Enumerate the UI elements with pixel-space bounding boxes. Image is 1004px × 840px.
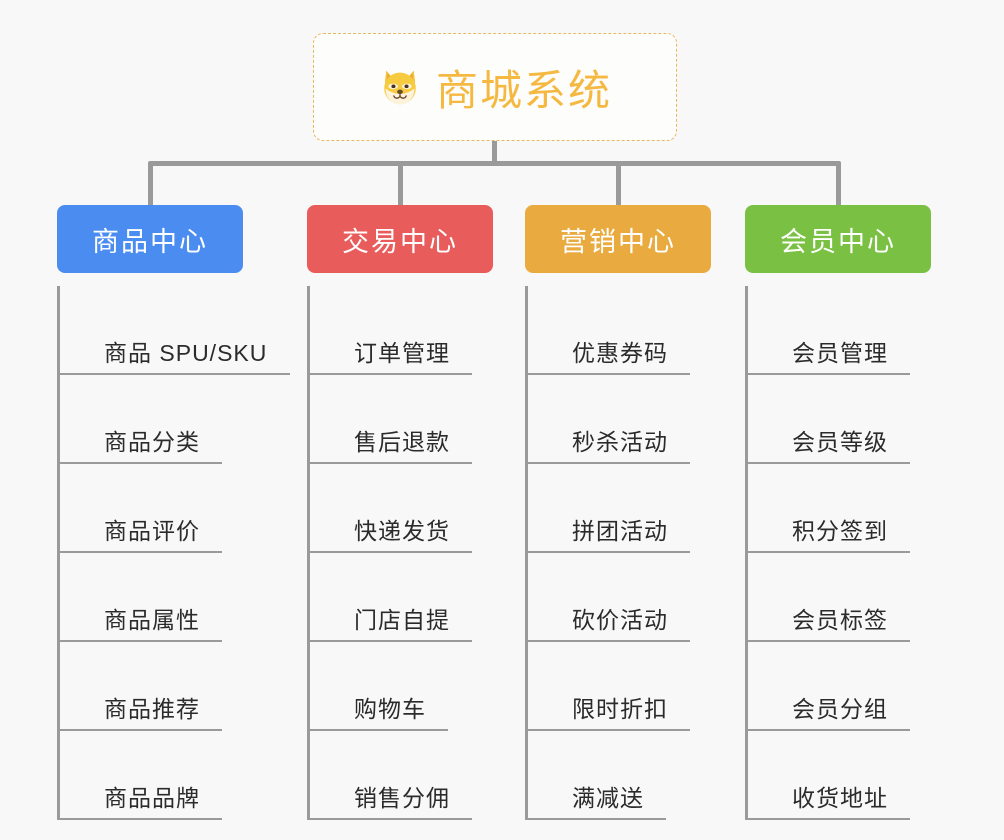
item-label: 购物车: [354, 696, 426, 722]
list-item[interactable]: 商品评价: [60, 464, 222, 553]
list-item[interactable]: 订单管理: [310, 286, 472, 375]
category-column-product: 商品中心 商品 SPU/SKU 商品分类 商品评价 商品属性 商品推荐 商品品牌: [57, 205, 307, 820]
list-item[interactable]: 满减送: [528, 731, 666, 820]
connector-drop-2: [398, 163, 403, 208]
item-label: 商品分类: [104, 429, 200, 455]
item-label: 商品 SPU/SKU: [104, 340, 268, 366]
item-label: 快递发货: [354, 518, 450, 544]
list-item[interactable]: 商品分类: [60, 375, 222, 464]
dog-face-icon: [378, 65, 422, 109]
list-item[interactable]: 销售分佣: [310, 731, 472, 820]
list-item[interactable]: 砍价活动: [528, 553, 690, 642]
list-item[interactable]: 会员标签: [748, 553, 910, 642]
item-label: 商品属性: [104, 607, 200, 633]
list-item[interactable]: 拼团活动: [528, 464, 690, 553]
list-item[interactable]: 商品 SPU/SKU: [60, 286, 290, 375]
item-label: 商品推荐: [104, 696, 200, 722]
connector-drop-1: [148, 163, 153, 208]
item-label: 门店自提: [354, 607, 450, 633]
list-item[interactable]: 商品推荐: [60, 642, 222, 731]
category-label: 商品中心: [92, 226, 208, 257]
category-header-product[interactable]: 商品中心: [57, 205, 243, 273]
list-item[interactable]: 购物车: [310, 642, 448, 731]
item-list-product: 商品 SPU/SKU 商品分类 商品评价 商品属性 商品推荐 商品品牌: [57, 286, 307, 820]
item-label: 销售分佣: [354, 785, 450, 811]
list-item[interactable]: 门店自提: [310, 553, 472, 642]
item-label: 限时折扣: [572, 696, 668, 722]
connector-drop-4: [836, 163, 841, 208]
list-item[interactable]: 会员管理: [748, 286, 910, 375]
list-item[interactable]: 秒杀活动: [528, 375, 690, 464]
category-header-trade[interactable]: 交易中心: [307, 205, 493, 273]
item-label: 秒杀活动: [572, 429, 668, 455]
category-label: 交易中心: [342, 226, 458, 257]
item-list-marketing: 优惠券码 秒杀活动 拼团活动 砍价活动 限时折扣 满减送: [525, 286, 745, 820]
list-item[interactable]: 商品属性: [60, 553, 222, 642]
list-item[interactable]: 收货地址: [748, 731, 910, 820]
item-label: 会员管理: [792, 340, 888, 366]
item-label: 满减送: [572, 785, 644, 811]
list-item[interactable]: 售后退款: [310, 375, 472, 464]
category-label: 营销中心: [560, 226, 676, 257]
item-label: 砍价活动: [572, 607, 668, 633]
category-label: 会员中心: [780, 226, 896, 257]
item-label: 会员标签: [792, 607, 888, 633]
list-item[interactable]: 积分签到: [748, 464, 910, 553]
category-column-trade: 交易中心 订单管理 售后退款 快递发货 门店自提 购物车 销售分佣: [307, 205, 527, 820]
item-label: 售后退款: [354, 429, 450, 455]
list-item[interactable]: 会员分组: [748, 642, 910, 731]
list-item[interactable]: 快递发货: [310, 464, 472, 553]
item-label: 订单管理: [354, 340, 450, 366]
item-label: 积分签到: [792, 518, 888, 544]
item-label: 商品品牌: [104, 785, 200, 811]
item-list-trade: 订单管理 售后退款 快递发货 门店自提 购物车 销售分佣: [307, 286, 527, 820]
list-item[interactable]: 会员等级: [748, 375, 910, 464]
category-column-marketing: 营销中心 优惠券码 秒杀活动 拼团活动 砍价活动 限时折扣 满减送: [525, 205, 745, 820]
item-label: 优惠券码: [572, 340, 668, 366]
connector-drop-3: [616, 163, 621, 208]
item-label: 收货地址: [792, 785, 888, 811]
item-label: 拼团活动: [572, 518, 668, 544]
root-node[interactable]: 商城系统: [313, 33, 677, 141]
connector-bus: [148, 161, 841, 166]
category-header-marketing[interactable]: 营销中心: [525, 205, 711, 273]
category-header-member[interactable]: 会员中心: [745, 205, 931, 273]
list-item[interactable]: 优惠券码: [528, 286, 690, 375]
list-item[interactable]: 商品品牌: [60, 731, 222, 820]
item-label: 会员等级: [792, 429, 888, 455]
category-column-member: 会员中心 会员管理 会员等级 积分签到 会员标签 会员分组 收货地址: [745, 205, 965, 820]
list-item[interactable]: 限时折扣: [528, 642, 690, 731]
connector-stem: [492, 141, 497, 166]
item-label: 会员分组: [792, 696, 888, 722]
root-title: 商城系统: [435, 66, 612, 114]
item-label: 商品评价: [104, 518, 200, 544]
item-list-member: 会员管理 会员等级 积分签到 会员标签 会员分组 收货地址: [745, 286, 965, 820]
